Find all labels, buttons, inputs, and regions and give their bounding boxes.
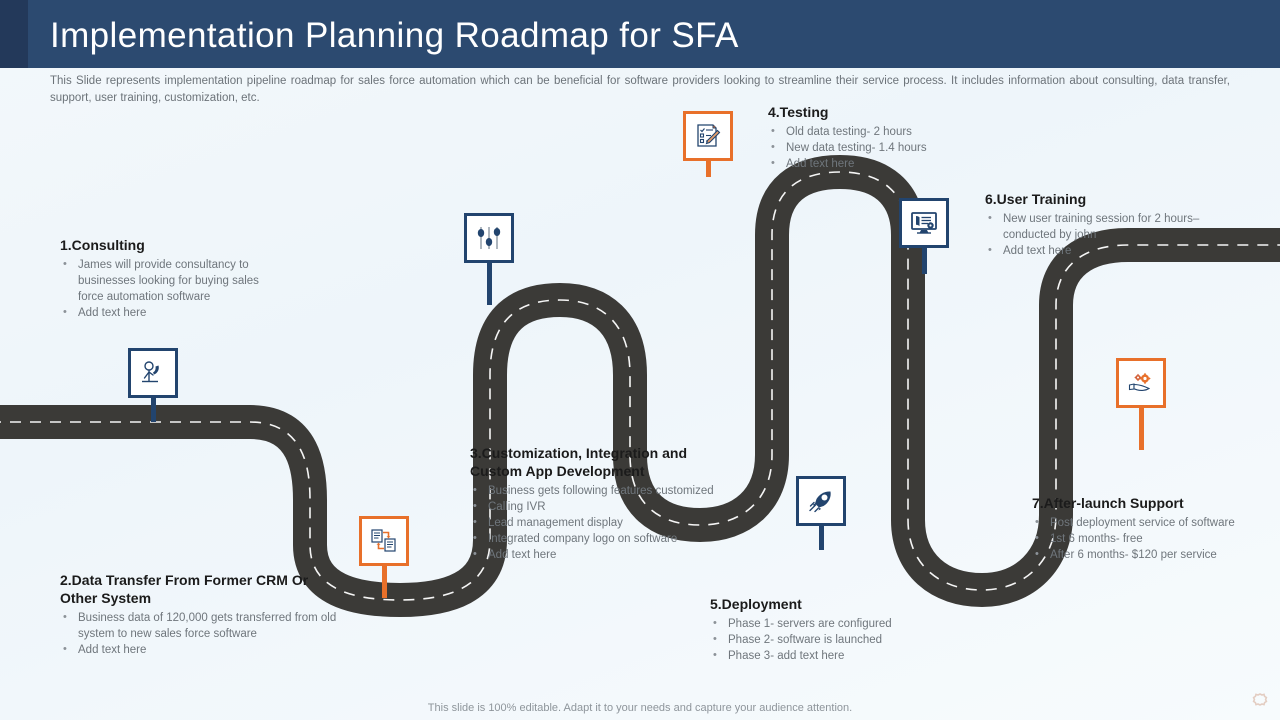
step-block-after-launch-support: 7.After-launch Support Post deployment s… <box>1032 494 1272 563</box>
step-title: 7.After-launch Support <box>1032 495 1184 511</box>
marker-box[interactable] <box>683 111 733 161</box>
step-title: 5.Deployment <box>710 596 802 612</box>
list-item: Old data testing- 2 hours <box>768 123 978 140</box>
step-bullets: Phase 1- servers are configured Phase 2-… <box>710 615 970 664</box>
milestone-marker-consulting[interactable] <box>128 348 178 422</box>
marker-box[interactable] <box>899 198 949 248</box>
step-block-deployment: 5.Deployment Phase 1- servers are config… <box>710 595 970 664</box>
list-item: Business data of 120,000 gets transferre… <box>60 609 345 642</box>
header-band <box>0 0 1280 68</box>
list-item: James will provide consultancy to busine… <box>60 256 285 305</box>
marker-stem <box>921 248 927 274</box>
list-item: Integrated company logo on software <box>470 530 715 547</box>
step-bullets: Post deployment service of software 1st … <box>1032 514 1272 563</box>
sliders-icon <box>474 223 504 253</box>
step-title: 6.User Training <box>985 191 1087 207</box>
marker-box[interactable] <box>1116 358 1166 408</box>
hand-gears-icon <box>1126 368 1156 398</box>
list-item: Business gets following features customi… <box>470 482 715 499</box>
list-item: New user training session for 2 hours– c… <box>985 210 1215 243</box>
marker-stem <box>1138 408 1144 450</box>
document-transfer-icon <box>369 526 399 556</box>
marker-box[interactable] <box>359 516 409 566</box>
rocket-icon <box>806 486 836 516</box>
monitor-training-icon <box>909 208 939 238</box>
milestone-marker-deployment[interactable] <box>796 476 846 550</box>
list-item: Add text here <box>60 641 345 658</box>
list-item: New data testing- 1.4 hours <box>768 139 978 156</box>
list-item: Add text here <box>470 546 715 563</box>
milestone-marker-testing[interactable] <box>683 111 733 177</box>
list-item: Calling IVR <box>470 498 715 515</box>
list-item: Add text here <box>985 242 1215 259</box>
step-block-consulting: 1.Consulting James will provide consulta… <box>60 236 285 321</box>
step-block-customization: 3.Customization, Integration and Custom … <box>470 444 715 563</box>
list-item: Phase 2- software is launched <box>710 631 970 648</box>
marker-stem <box>818 526 824 550</box>
marker-box[interactable] <box>128 348 178 398</box>
list-item: Post deployment service of software <box>1032 514 1272 531</box>
marker-stem <box>486 263 492 305</box>
list-item: Phase 1- servers are configured <box>710 615 970 632</box>
milestone-marker-customization[interactable] <box>464 213 514 305</box>
step-bullets: James will provide consultancy to busine… <box>60 256 285 321</box>
milestone-marker-data-transfer[interactable] <box>359 516 409 598</box>
marker-stem <box>150 398 156 422</box>
step-block-data-transfer: 2.Data Transfer From Former CRM Or Other… <box>60 571 345 658</box>
list-item: Phase 3- add text here <box>710 647 970 664</box>
step-bullets: Business data of 120,000 gets transferre… <box>60 609 345 658</box>
step-title: 3.Customization, Integration and Custom … <box>470 445 688 479</box>
step-title: 2.Data Transfer From Former CRM Or Other… <box>60 572 309 606</box>
list-item: Add text here <box>60 304 285 321</box>
person-phone-icon <box>138 358 168 388</box>
step-block-user-training: 6.User Training New user training sessio… <box>985 190 1215 259</box>
gear-outline-icon <box>1248 690 1272 714</box>
footer-note: This slide is 100% editable. Adapt it to… <box>427 702 853 714</box>
step-bullets: Business gets following features customi… <box>470 482 715 563</box>
step-title: 1.Consulting <box>60 237 145 253</box>
step-bullets: New user training session for 2 hours– c… <box>985 210 1215 259</box>
step-block-testing: 4.Testing Old data testing- 2 hours New … <box>768 103 978 172</box>
page-title: Implementation Planning Roadmap for SFA <box>50 16 739 55</box>
checklist-pencil-icon <box>693 121 723 151</box>
slide-description: This Slide represents implementation pip… <box>50 75 1230 104</box>
header-accent-bar <box>0 0 28 68</box>
milestone-marker-after-launch-support[interactable] <box>1116 358 1166 450</box>
marker-box[interactable] <box>796 476 846 526</box>
marker-box[interactable] <box>464 213 514 263</box>
marker-stem <box>705 161 711 177</box>
list-item: Lead management display <box>470 514 715 531</box>
list-item: 1st 6 months- free <box>1032 530 1272 547</box>
milestone-marker-user-training[interactable] <box>899 198 949 274</box>
marker-stem <box>381 566 387 598</box>
list-item: After 6 months- $120 per service <box>1032 546 1272 563</box>
list-item: Add text here <box>768 155 978 172</box>
step-bullets: Old data testing- 2 hours New data testi… <box>768 123 978 172</box>
step-title: 4.Testing <box>768 104 829 120</box>
